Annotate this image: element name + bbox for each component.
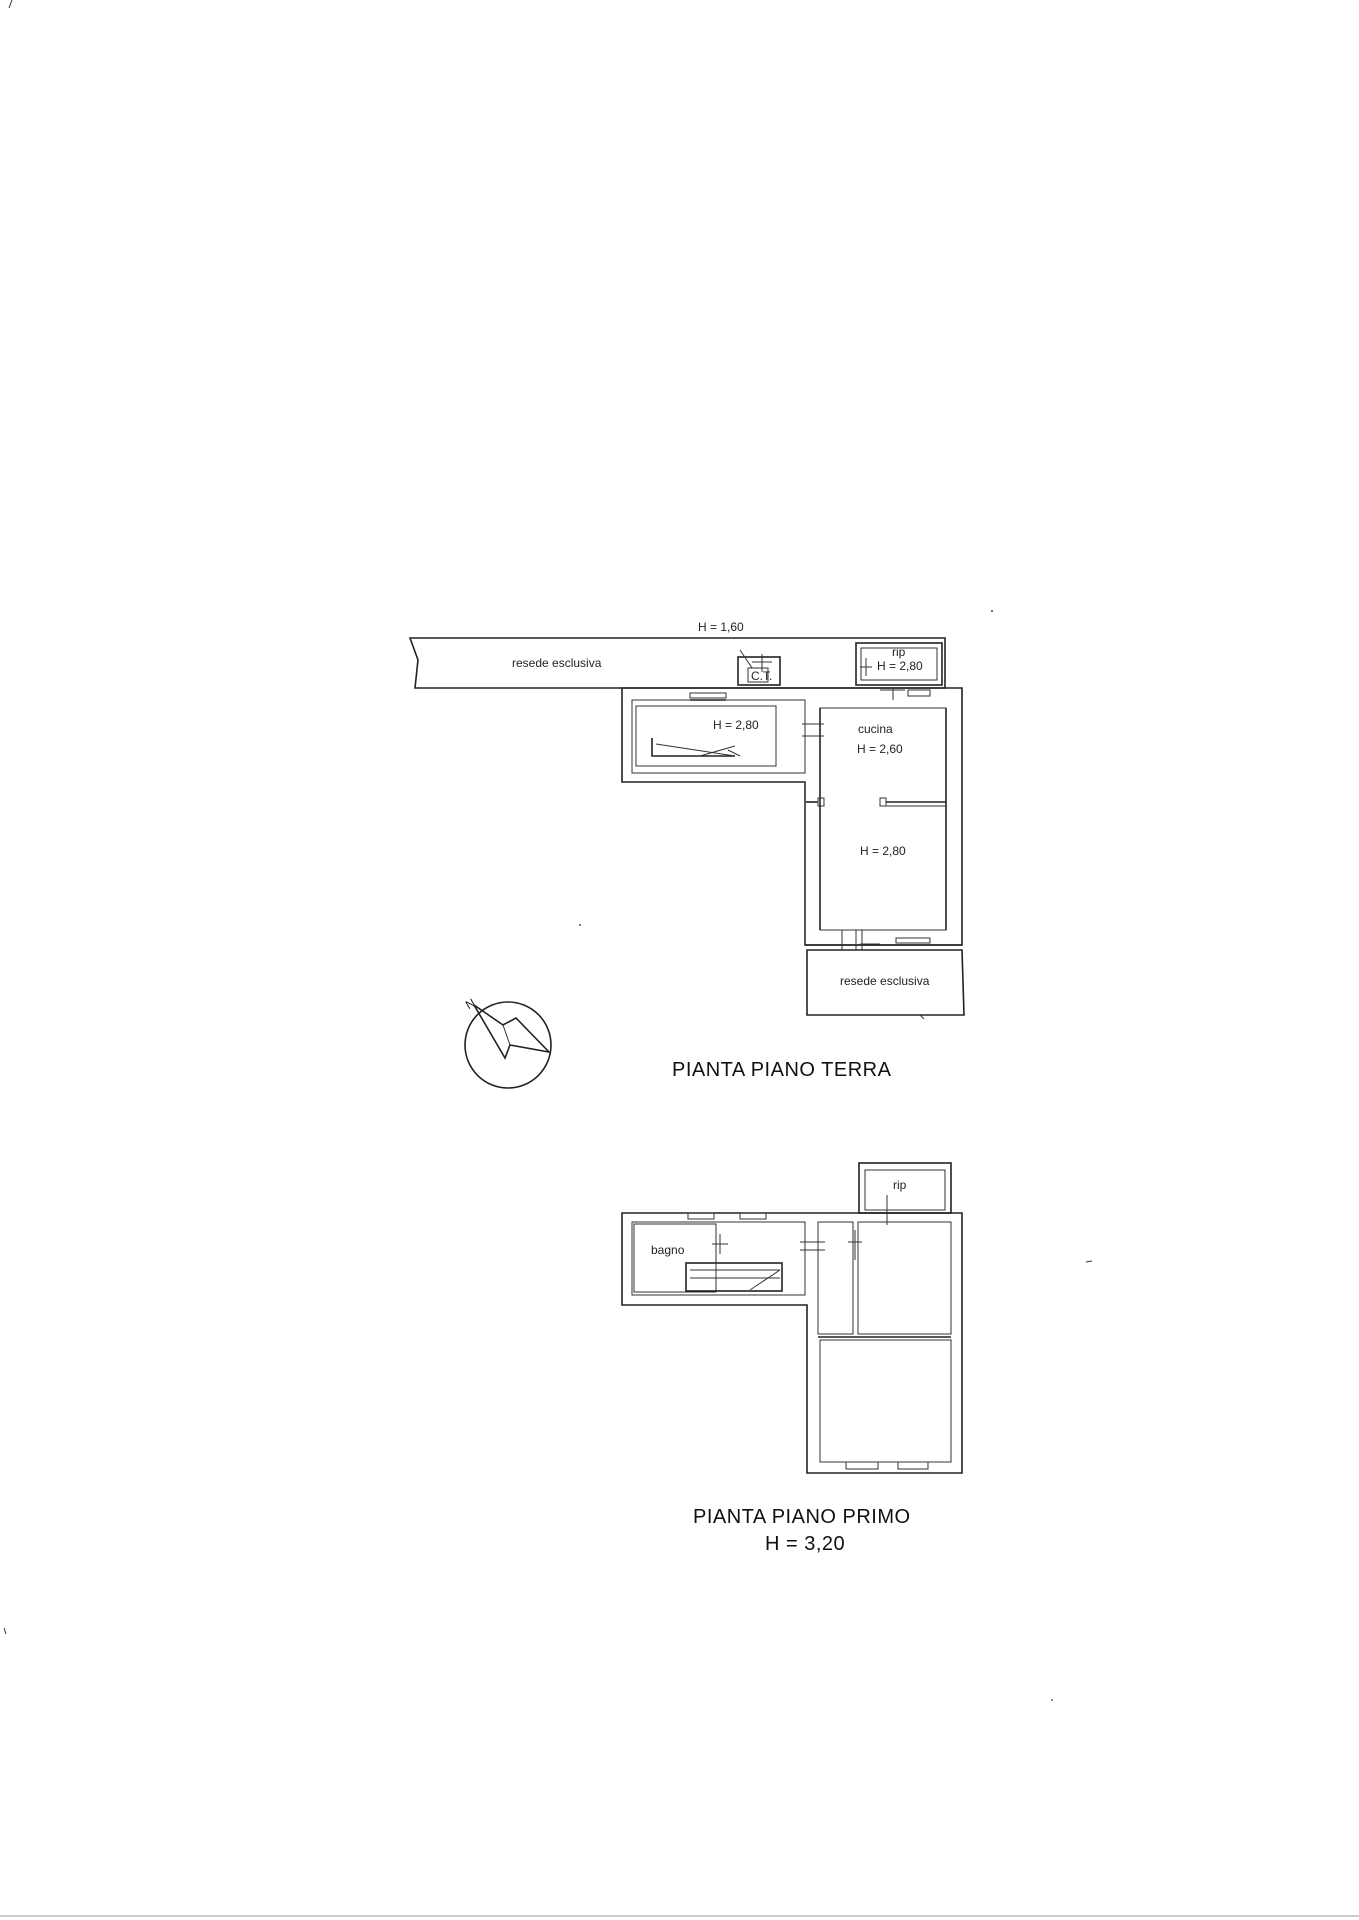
label-h-280-room: H = 2,80 xyxy=(860,844,906,858)
partition-kitchen xyxy=(806,797,946,807)
resede-bottom-outline xyxy=(806,949,965,1016)
doors-first xyxy=(800,1230,862,1260)
north-label: N xyxy=(463,996,478,1012)
rip-room-ground xyxy=(855,642,943,686)
label-h-280-rip: H = 2,80 xyxy=(877,659,923,673)
bottom-windows-first xyxy=(845,1461,929,1470)
first-floor-plan: rip bagno PIANTA PIANO PRIMO H = 3,20 xyxy=(621,1162,963,1555)
ground-floor-plan: resede esclusiva H = 1,60 C.T. rip H = 2… xyxy=(408,620,965,1081)
window-marks-ground xyxy=(689,688,931,701)
first-floor-title: PIANTA PIANO PRIMO xyxy=(693,1506,911,1528)
label-rip-first: rip xyxy=(893,1178,907,1192)
label-rip-ground: rip xyxy=(892,645,906,659)
rip-room-first xyxy=(858,1162,952,1225)
label-cucina: cucina xyxy=(858,722,893,736)
first-floor-outline xyxy=(621,1212,963,1474)
left-room xyxy=(635,705,777,767)
bathroom-room xyxy=(633,1223,717,1293)
window-marks-first xyxy=(687,1212,767,1220)
ground-floor-outline xyxy=(621,687,963,946)
label-h-160: H = 1,60 xyxy=(698,620,744,634)
room-lower-first xyxy=(819,1339,952,1463)
label-resede-bottom: resede esclusiva xyxy=(840,974,930,988)
room-upper-first xyxy=(857,1221,952,1335)
first-floor-height: H = 3,20 xyxy=(765,1533,845,1555)
label-ct: C.T. xyxy=(751,669,772,683)
label-h-260: H = 2,60 xyxy=(857,742,903,756)
bottom-openings-ground xyxy=(805,930,962,950)
ground-floor-title: PIANTA PIANO TERRA xyxy=(672,1059,892,1081)
stairs-ground xyxy=(651,738,741,757)
door-bathroom xyxy=(712,1234,728,1254)
label-bagno: bagno xyxy=(651,1243,685,1257)
ct-room xyxy=(737,649,781,686)
door-left-column xyxy=(802,723,824,737)
label-h-280-left: H = 2,80 xyxy=(713,718,759,732)
north-arrow-icon: N xyxy=(463,996,552,1089)
label-resede-top: resede esclusiva xyxy=(512,656,602,670)
stairs-first xyxy=(685,1262,783,1292)
corridor-first xyxy=(817,1221,854,1335)
